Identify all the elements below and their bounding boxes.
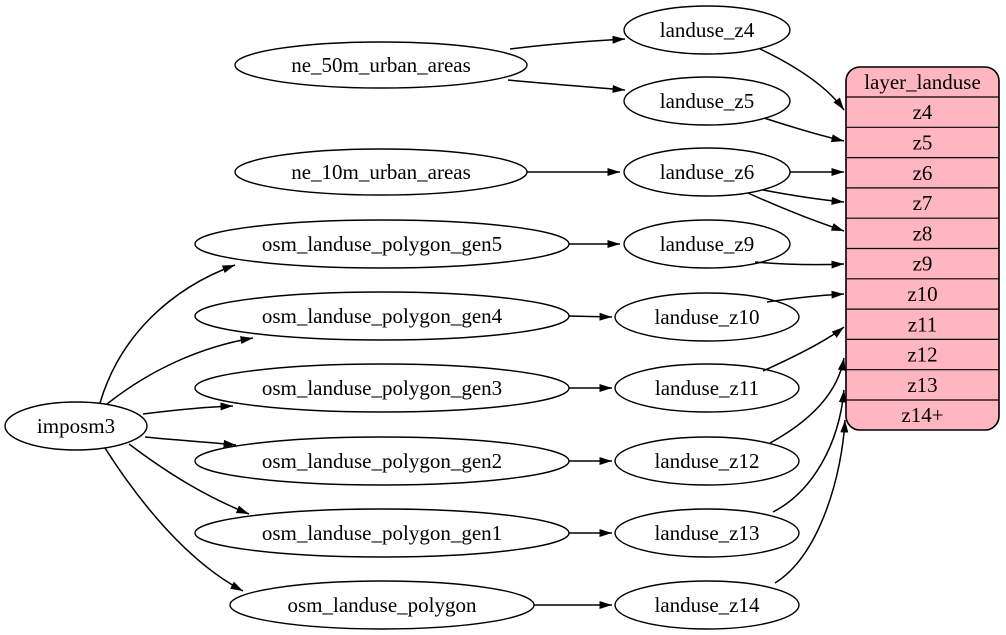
node-osm_landuse_polygon_gen5: osm_landuse_polygon_gen5 bbox=[194, 219, 570, 269]
node-landuse_z12-shape bbox=[614, 436, 800, 486]
node-landuse_z4-label: landuse_z4 bbox=[660, 18, 755, 42]
table-layer_landuse-title: layer_landuse bbox=[864, 70, 981, 94]
node-ne_50m_urban_areas-label: ne_50m_urban_areas bbox=[291, 53, 471, 77]
table-row-z5: z5 bbox=[913, 130, 933, 154]
table-row-z14+: z14+ bbox=[901, 403, 943, 427]
node-imposm3-shape bbox=[4, 401, 148, 451]
node-osm_landuse_polygon_gen2: osm_landuse_polygon_gen2 bbox=[194, 436, 570, 486]
node-osm_landuse_polygon_gen2-label: osm_landuse_polygon_gen2 bbox=[262, 449, 502, 473]
node-landuse_z12: landuse_z12 bbox=[614, 436, 800, 486]
node-landuse_z9-shape bbox=[623, 219, 791, 269]
edge-imposm3-to-osm_landuse_polygon_gen4 bbox=[106, 336, 254, 405]
edge-imposm3-to-osm_landuse_polygon_gen2 bbox=[144, 436, 237, 448]
node-landuse_z5-label: landuse_z5 bbox=[660, 89, 754, 113]
node-landuse_z11-shape bbox=[614, 363, 800, 413]
node-landuse_z10-shape bbox=[614, 292, 800, 342]
edge-landuse_z10-to-layer_landuse-z10 bbox=[766, 290, 845, 303]
table-row-z7: z7 bbox=[913, 191, 933, 215]
node-osm_landuse_polygon_gen5-label: osm_landuse_polygon_gen5 bbox=[262, 232, 502, 256]
table-layer_landuse: layer_landuse z4 z5 z6 z7 z8 z9 z10 z11 z12 z13 z14… bbox=[845, 66, 1000, 431]
node-landuse_z13-label: landuse_z13 bbox=[655, 521, 760, 545]
table-row-z11: z11 bbox=[908, 312, 938, 336]
node-landuse_z9-label: landuse_z9 bbox=[660, 232, 754, 256]
edge-landuse_z6-to-layer_landuse-z7 bbox=[762, 189, 845, 205]
node-landuse_z5: landuse_z5 bbox=[623, 76, 791, 126]
node-landuse_z14: landuse_z14 bbox=[614, 580, 800, 630]
node-landuse_z10-label: landuse_z10 bbox=[655, 305, 760, 329]
edge-landuse_z5-to-layer_landuse-z5 bbox=[763, 117, 845, 143]
node-landuse_z11-label: landuse_z11 bbox=[655, 376, 759, 400]
node-landuse_z6: landuse_z6 bbox=[623, 147, 791, 197]
node-ne_10m_urban_areas-label: ne_10m_urban_areas bbox=[291, 160, 471, 184]
node-landuse_z12-label: landuse_z12 bbox=[655, 449, 760, 473]
edge-ne_50m_urban_areas-to-landuse_z5 bbox=[507, 79, 626, 93]
node-osm_landuse_polygon-label: osm_landuse_polygon bbox=[288, 593, 477, 617]
node-landuse_z5-shape bbox=[623, 76, 791, 126]
table-row-z12: z12 bbox=[907, 343, 937, 367]
node-osm_landuse_polygon_gen1: osm_landuse_polygon_gen1 bbox=[194, 508, 570, 558]
node-landuse_z4-shape bbox=[623, 5, 791, 55]
edge-imposm3-to-osm_landuse_polygon_gen3 bbox=[142, 402, 234, 415]
node-landuse_z9: landuse_z9 bbox=[623, 219, 791, 269]
edge-landuse_z14-to-layer_landuse-z14plus bbox=[774, 419, 849, 584]
node-osm_landuse_polygon_gen4: osm_landuse_polygon_gen4 bbox=[194, 291, 570, 341]
node-osm_landuse_polygon_gen1-label: osm_landuse_polygon_gen1 bbox=[262, 521, 502, 545]
edge-imposm3-to-osm_landuse_polygon_gen5 bbox=[99, 264, 236, 404]
table-row-z4: z4 bbox=[913, 100, 933, 124]
node-landuse_z13-shape bbox=[614, 508, 800, 558]
table-row-z8: z8 bbox=[913, 221, 933, 245]
edge-landuse_z6-to-layer_landuse-z8 bbox=[747, 192, 845, 232]
edge-ne_50m_urban_areas-to-landuse_z4 bbox=[509, 35, 626, 50]
node-landuse_z14-label: landuse_z14 bbox=[655, 593, 760, 617]
edge-landuse_z13-to-layer_landuse-z13 bbox=[772, 389, 847, 513]
edge-landuse_z9-to-layer_landuse-z9 bbox=[754, 260, 845, 269]
table-row-z6: z6 bbox=[913, 161, 933, 185]
node-osm_landuse_polygon_gen4-label: osm_landuse_polygon_gen4 bbox=[262, 304, 503, 328]
table-row-z10: z10 bbox=[907, 282, 937, 306]
node-imposm3-label: imposm3 bbox=[37, 414, 115, 438]
node-landuse_z4: landuse_z4 bbox=[623, 5, 791, 55]
edge-landuse_z11-to-layer_landuse-z11 bbox=[762, 326, 845, 372]
edge-landuse_z12-to-layer_landuse-z12 bbox=[769, 357, 846, 444]
node-osm_landuse_polygon_gen3: osm_landuse_polygon_gen3 bbox=[194, 363, 570, 413]
node-imposm3: imposm3 bbox=[4, 401, 148, 451]
edge-imposm3-to-osm_landuse_polygon_gen1 bbox=[128, 443, 250, 515]
node-landuse_z13: landuse_z13 bbox=[614, 508, 800, 558]
node-landuse_z11: landuse_z11 bbox=[614, 363, 800, 413]
node-osm_landuse_polygon_gen3-label: osm_landuse_polygon_gen3 bbox=[262, 376, 502, 400]
table-row-z13: z13 bbox=[907, 373, 937, 397]
node-landuse_z6-label: landuse_z6 bbox=[660, 160, 754, 184]
node-ne_50m_urban_areas-shape bbox=[234, 41, 528, 89]
node-landuse_z10: landuse_z10 bbox=[614, 292, 800, 342]
edge-landuse_z4-to-layer_landuse-z4 bbox=[759, 48, 845, 111]
edge-imposm3-to-osm_landuse_polygon bbox=[104, 447, 244, 592]
edge-osm_landuse_polygon_gen4-to-landuse_z10 bbox=[568, 312, 613, 321]
node-osm_landuse_polygon: osm_landuse_polygon bbox=[229, 580, 535, 630]
table-row-z9: z9 bbox=[913, 252, 933, 276]
node-landuse_z14-shape bbox=[614, 580, 800, 630]
node-ne_50m_urban_areas: ne_50m_urban_areas bbox=[234, 41, 528, 89]
node-ne_10m_urban_areas: ne_10m_urban_areas bbox=[234, 148, 528, 196]
